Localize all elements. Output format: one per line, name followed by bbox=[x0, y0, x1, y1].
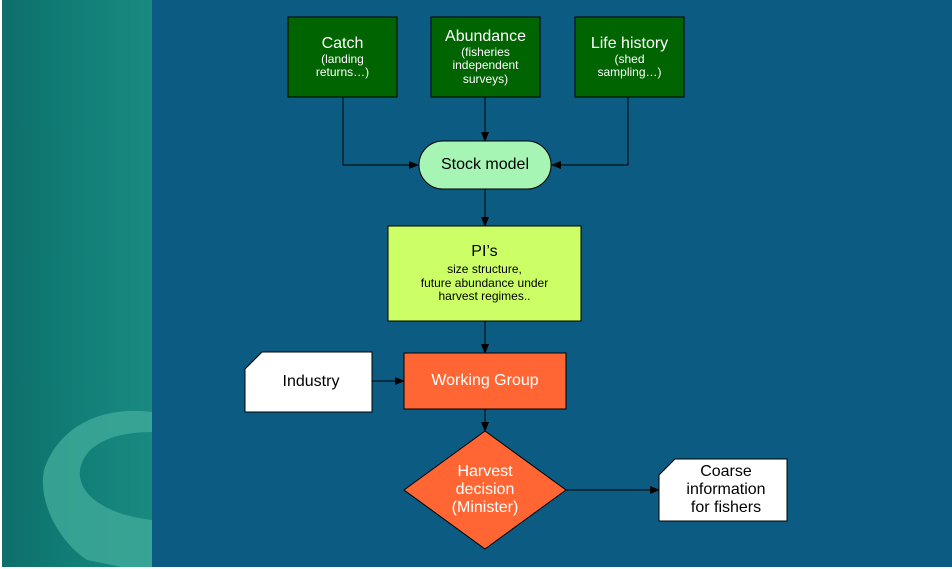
life-history-node: Life history (shed sampling…) bbox=[575, 17, 684, 97]
pis-line-3: harvest regimes.. bbox=[438, 289, 531, 304]
working-group-box bbox=[403, 352, 567, 410]
connector-catch-to-stock-model bbox=[342, 97, 419, 169]
harvest-line-1: Harvest bbox=[457, 463, 513, 481]
abundance-node: Abundance (fisheries independent surveys… bbox=[431, 17, 540, 97]
abundance-box bbox=[430, 16, 541, 98]
harvest-line-2: decision bbox=[455, 481, 515, 499]
abundance-line-3: surveys) bbox=[462, 71, 509, 86]
pis-node: PI’s size structure, future abundance un… bbox=[388, 226, 581, 321]
left-decorative-strip bbox=[2, 0, 152, 567]
industry-title: Industry bbox=[282, 373, 340, 391]
pis-box bbox=[387, 225, 582, 322]
coarse-line-3: for fishers bbox=[690, 498, 762, 516]
pis-line-1: size structure, bbox=[447, 262, 522, 277]
coarse-info-node: Coarse information for fishers bbox=[665, 459, 787, 521]
life-history-line-2: sampling…) bbox=[597, 64, 662, 79]
coarse-info-document-shape bbox=[658, 458, 788, 522]
stock-model-shape bbox=[418, 140, 552, 190]
harvest-decision-node: Harvest decision (Minister) bbox=[424, 455, 546, 525]
harvest-decision-diamond bbox=[403, 430, 567, 550]
working-group-node: Working Group bbox=[404, 353, 566, 409]
abundance-title: Abundance bbox=[445, 27, 526, 45]
industry-document-shape bbox=[244, 351, 373, 413]
harvest-line-3: (Minister) bbox=[451, 498, 519, 516]
pis-line-2: future abundance under bbox=[420, 275, 549, 290]
coarse-line-1: Coarse bbox=[700, 463, 752, 481]
abundance-line-2: independent bbox=[452, 58, 519, 73]
pis-title: PI’s bbox=[471, 243, 498, 261]
working-group-title: Working Group bbox=[431, 372, 539, 390]
catch-box bbox=[287, 16, 398, 98]
catch-node: Catch (landing returns…) bbox=[288, 17, 397, 97]
life-history-box bbox=[574, 16, 685, 98]
abundance-line-1: (fisheries bbox=[461, 44, 510, 59]
life-history-title: Life history bbox=[590, 34, 669, 52]
connector-life-history-to-stock-model bbox=[551, 97, 629, 169]
catch-line-1: (landing bbox=[321, 51, 364, 66]
catch-title: Catch bbox=[321, 34, 364, 52]
coarse-line-2: information bbox=[686, 481, 766, 499]
life-history-line-1: (shed bbox=[614, 51, 645, 66]
industry-node: Industry bbox=[250, 352, 372, 412]
catch-line-2: returns…) bbox=[315, 64, 370, 79]
stock-model-title: Stock model bbox=[440, 156, 530, 174]
stock-model-node: Stock model bbox=[419, 141, 551, 189]
swoosh-logo-graphic bbox=[42, 410, 152, 567]
